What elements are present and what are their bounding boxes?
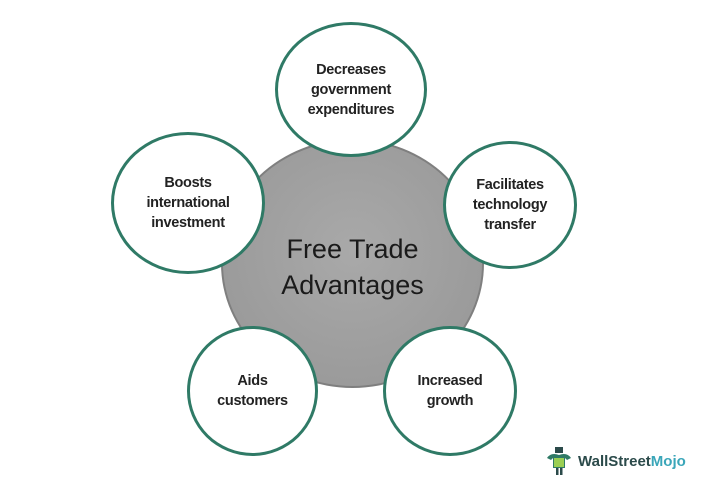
logo-text: WallStreetMojo — [578, 452, 686, 470]
wallstreetmojo-logo: WallStreetMojo — [545, 446, 686, 476]
center-title-line: Free Trade — [286, 233, 419, 264]
center-title-line: Advantages — [281, 269, 424, 300]
mascot-icon — [547, 447, 571, 475]
